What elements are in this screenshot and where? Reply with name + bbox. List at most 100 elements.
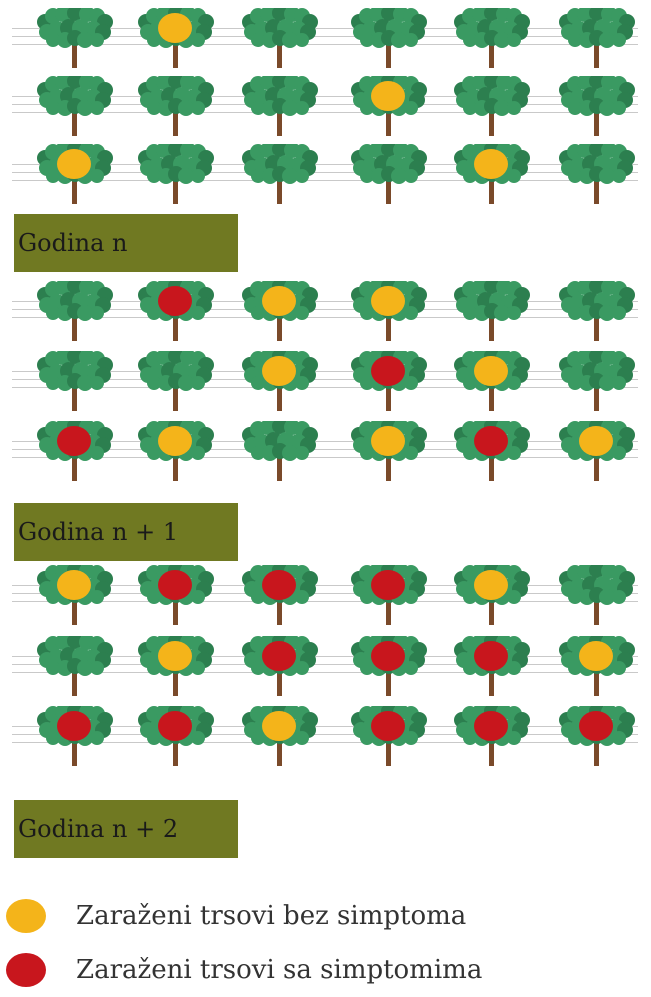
trellis-wire (12, 96, 638, 97)
vine-row (0, 76, 651, 138)
infection-marker-symptomatic (262, 570, 296, 600)
infection-marker-asymptomatic (262, 356, 296, 386)
vine-asymptomatic (240, 351, 320, 413)
infection-marker-symptomatic (371, 641, 405, 671)
vine-asymptomatic (136, 8, 216, 70)
vine-healthy (557, 76, 637, 138)
trellis-wire (12, 449, 638, 450)
legend-swatch-asymptomatic (6, 899, 46, 933)
vine-healthy (349, 144, 429, 206)
trellis-wire (12, 672, 638, 673)
trellis-wire (12, 379, 638, 380)
legend-swatch-symptomatic (6, 953, 46, 987)
vine-healthy (452, 281, 532, 343)
infection-marker-symptomatic (57, 426, 91, 456)
infection-marker-asymptomatic (262, 711, 296, 741)
vine-asymptomatic (557, 636, 637, 698)
infection-marker-symptomatic (371, 711, 405, 741)
vine-asymptomatic (557, 421, 637, 483)
vine-row (0, 565, 651, 627)
vine-symptomatic (136, 281, 216, 343)
infection-marker-symptomatic (57, 711, 91, 741)
vine-asymptomatic (240, 281, 320, 343)
vine-row (0, 706, 651, 768)
trellis-wire (12, 301, 638, 302)
vine-asymptomatic (349, 76, 429, 138)
year-label: Godina n + 1 (14, 503, 238, 561)
infection-marker-symptomatic (371, 356, 405, 386)
year-label: Godina n + 2 (14, 800, 238, 858)
legend-item-symptomatic: Zaraženi trsovi sa simptomima (6, 947, 626, 995)
trellis-wire (12, 387, 638, 388)
vine-healthy (240, 76, 320, 138)
trellis-wire (12, 742, 638, 743)
vine-symptomatic (349, 636, 429, 698)
trellis-wire (12, 593, 638, 594)
trellis-wire (12, 180, 638, 181)
legend-label: Zaraženi trsovi bez simptoma (76, 901, 467, 931)
infection-marker-symptomatic (158, 286, 192, 316)
trellis-wire (12, 104, 638, 105)
trellis-wire (12, 664, 638, 665)
vine-asymptomatic (35, 565, 115, 627)
vine-healthy (452, 8, 532, 70)
vine-healthy (35, 76, 115, 138)
infection-marker-asymptomatic (474, 356, 508, 386)
vine-healthy (349, 8, 429, 70)
vine-symptomatic (136, 706, 216, 768)
trellis-wire (12, 601, 638, 602)
trellis-wire (12, 457, 638, 458)
infection-marker-asymptomatic (158, 641, 192, 671)
infection-marker-asymptomatic (57, 570, 91, 600)
legend-item-asymptomatic: Zaraženi trsovi bez simptoma (6, 893, 626, 941)
vine-asymptomatic (136, 636, 216, 698)
vine-symptomatic (240, 565, 320, 627)
vine-healthy (136, 76, 216, 138)
legend-label: Zaraženi trsovi sa simptomima (76, 955, 483, 985)
trellis-wire (12, 441, 638, 442)
vine-symptomatic (349, 706, 429, 768)
vine-healthy (557, 565, 637, 627)
infection-marker-symptomatic (474, 426, 508, 456)
infection-marker-symptomatic (474, 711, 508, 741)
vine-symptomatic (349, 351, 429, 413)
trellis-wire (12, 317, 638, 318)
vine-healthy (557, 351, 637, 413)
trellis-wire (12, 172, 638, 173)
infection-marker-asymptomatic (474, 570, 508, 600)
vine-healthy (557, 281, 637, 343)
vine-asymptomatic (136, 421, 216, 483)
vine-healthy (136, 144, 216, 206)
infection-marker-asymptomatic (579, 641, 613, 671)
infection-marker-asymptomatic (262, 286, 296, 316)
vine-asymptomatic (452, 351, 532, 413)
trellis-wire (12, 656, 638, 657)
vine-row (0, 421, 651, 483)
infection-marker-asymptomatic (371, 286, 405, 316)
vine-asymptomatic (349, 421, 429, 483)
vine-asymptomatic (35, 144, 115, 206)
vine-healthy (557, 144, 637, 206)
infection-marker-asymptomatic (579, 426, 613, 456)
vine-healthy (240, 8, 320, 70)
vine-symptomatic (136, 565, 216, 627)
infection-marker-symptomatic (371, 570, 405, 600)
vine-healthy (35, 351, 115, 413)
vine-row (0, 144, 651, 206)
vine-healthy (35, 636, 115, 698)
vine-asymptomatic (349, 281, 429, 343)
vine-healthy (136, 351, 216, 413)
vine-asymptomatic (452, 565, 532, 627)
trellis-wire (12, 726, 638, 727)
infection-marker-asymptomatic (474, 149, 508, 179)
vine-symptomatic (35, 706, 115, 768)
vine-symptomatic (35, 421, 115, 483)
trellis-wire (12, 371, 638, 372)
trellis-wire (12, 309, 638, 310)
vine-symptomatic (452, 421, 532, 483)
vine-healthy (557, 8, 637, 70)
infection-marker-symptomatic (158, 570, 192, 600)
vine-row (0, 636, 651, 698)
trellis-wire (12, 28, 638, 29)
vine-healthy (35, 281, 115, 343)
